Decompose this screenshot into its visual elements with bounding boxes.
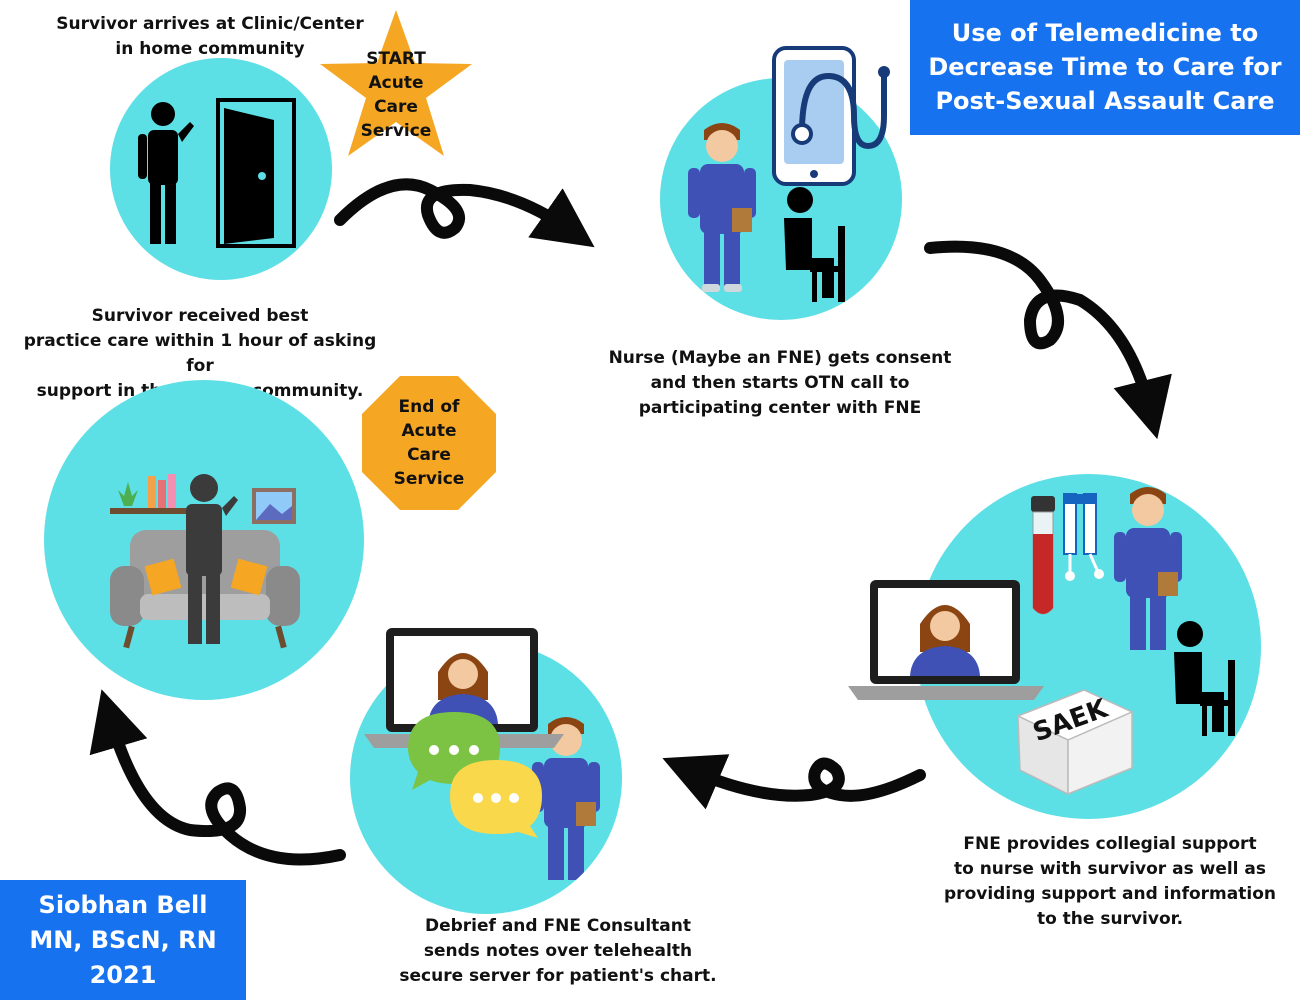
step-2-caption: Nurse (Maybe an FNE) gets consent and th…: [608, 348, 952, 418]
person-icon: [138, 102, 194, 244]
step-1-caption: Survivor arrives at Clinic/Center in hom…: [56, 14, 364, 59]
seated-patient-icon: [784, 187, 845, 302]
start-badge-label: START Acute Care Service: [360, 49, 432, 141]
laptop-video-icon: [848, 580, 1044, 700]
step-3-caption: FNE provides collegial support to nurse …: [944, 834, 1276, 929]
step-5-circle: [44, 380, 364, 700]
door-icon: [216, 98, 296, 248]
nurse-icon: [1114, 487, 1182, 650]
step-4-caption: Debrief and FNE Consultant sends notes o…: [399, 916, 717, 986]
laptop-video-icon: [364, 628, 564, 748]
end-badge-label: End of Acute Care Service: [393, 397, 465, 489]
living-room-icon: [110, 474, 300, 649]
author-box: Siobhan Bell MN, BScN, RN 2021: [0, 880, 246, 1000]
nurse-icon: [688, 123, 756, 292]
title-box: Use of Telemedicine to Decrease Time to …: [910, 0, 1300, 135]
saek-kit-box-icon: [1016, 689, 1134, 796]
step-1-circle: [110, 58, 332, 280]
seated-patient-icon: [1174, 621, 1235, 736]
blood-tube-icon: [1031, 496, 1055, 615]
swab-icon: [1063, 493, 1104, 581]
end-octagon-shape: [362, 376, 496, 510]
start-star-shape: [320, 10, 472, 156]
step-5-caption: Survivor received best practice care wit…: [23, 306, 377, 401]
chat-bubble-yellow-icon: [450, 760, 542, 838]
tablet-stethoscope-icon: [772, 46, 890, 186]
